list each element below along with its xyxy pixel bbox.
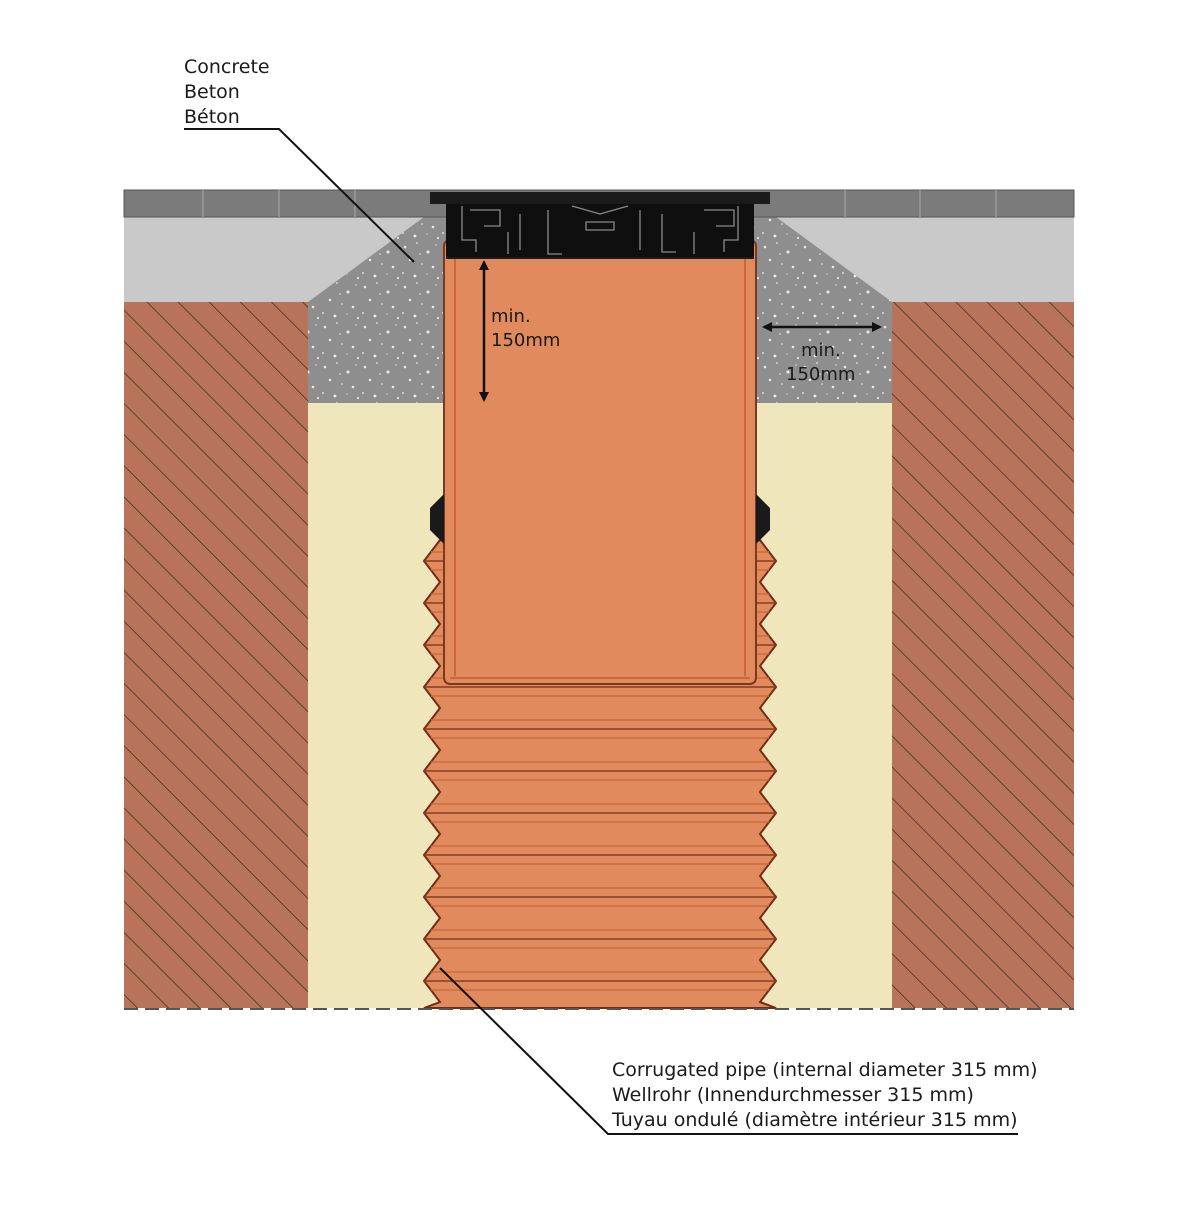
concrete-label-de: Beton (184, 81, 240, 103)
dimension-vertical: min. 150mm (479, 260, 560, 402)
grating-frame (430, 192, 770, 259)
dim-horizontal-line2: 150mm (786, 364, 855, 385)
soil-left (124, 302, 308, 1008)
pipe-label-de: Wellrohr (Innendurchmesser 315 mm) (612, 1084, 974, 1106)
concrete-label-en: Concrete (184, 56, 270, 78)
dim-vertical-line2: 150mm (491, 330, 560, 351)
seal-right (756, 494, 770, 544)
dim-horizontal-line1: min. (801, 340, 841, 361)
soil-right (892, 302, 1074, 1008)
pipe-label-fr: Tuyau ondulé (diamètre intérieur 315 mm) (611, 1109, 1018, 1131)
pipe-label-en: Corrugated pipe (internal diameter 315 m… (612, 1059, 1038, 1081)
dimension-horizontal: min. 150mm (762, 322, 882, 385)
pipe-callout: Corrugated pipe (internal diameter 315 m… (439, 967, 1038, 1135)
dim-vertical-line1: min. (491, 306, 531, 327)
concrete-callout: Concrete Beton Béton (184, 56, 415, 263)
concrete-surround-right (754, 217, 892, 403)
concrete-surround-left (308, 217, 446, 403)
concrete-label-fr: Béton (184, 106, 240, 128)
seal-left (430, 494, 444, 544)
